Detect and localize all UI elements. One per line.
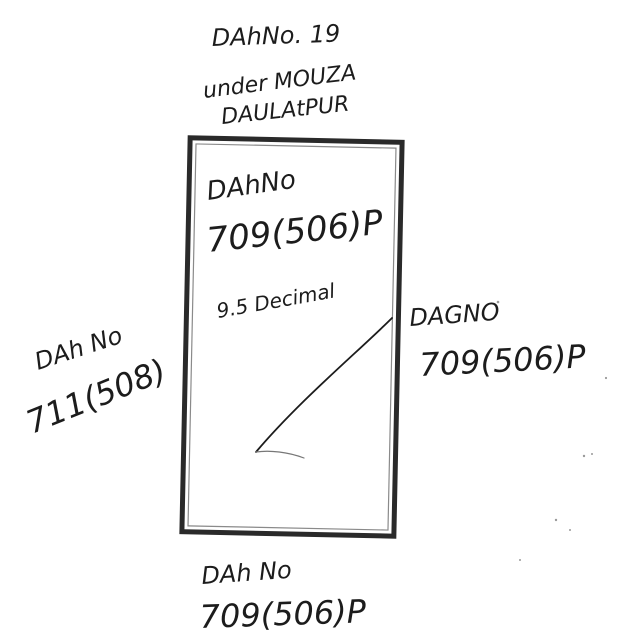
header-dag-number: DAhNo. 19 — [211, 20, 340, 52]
plot-inner-boundary — [187, 143, 397, 531]
west-dag-label: DAh No — [31, 321, 126, 376]
diagonal-stroke-tail — [255, 450, 305, 459]
diagonal-stroke — [255, 317, 393, 453]
east-dag-number: 709(506)P — [418, 337, 587, 384]
south-dag-number: 709(506)P — [199, 592, 367, 636]
plot-dag-label: DAhNo — [205, 165, 298, 207]
plot-area: 9.5 Decimal — [215, 278, 338, 323]
plot-boundary — [179, 135, 405, 539]
south-dag-label: DAh No — [200, 556, 292, 590]
plot-dag-number: 709(506)P — [205, 203, 386, 261]
scan-specks — [496, 300, 608, 561]
east-dag-label: DAGNO — [408, 298, 500, 332]
